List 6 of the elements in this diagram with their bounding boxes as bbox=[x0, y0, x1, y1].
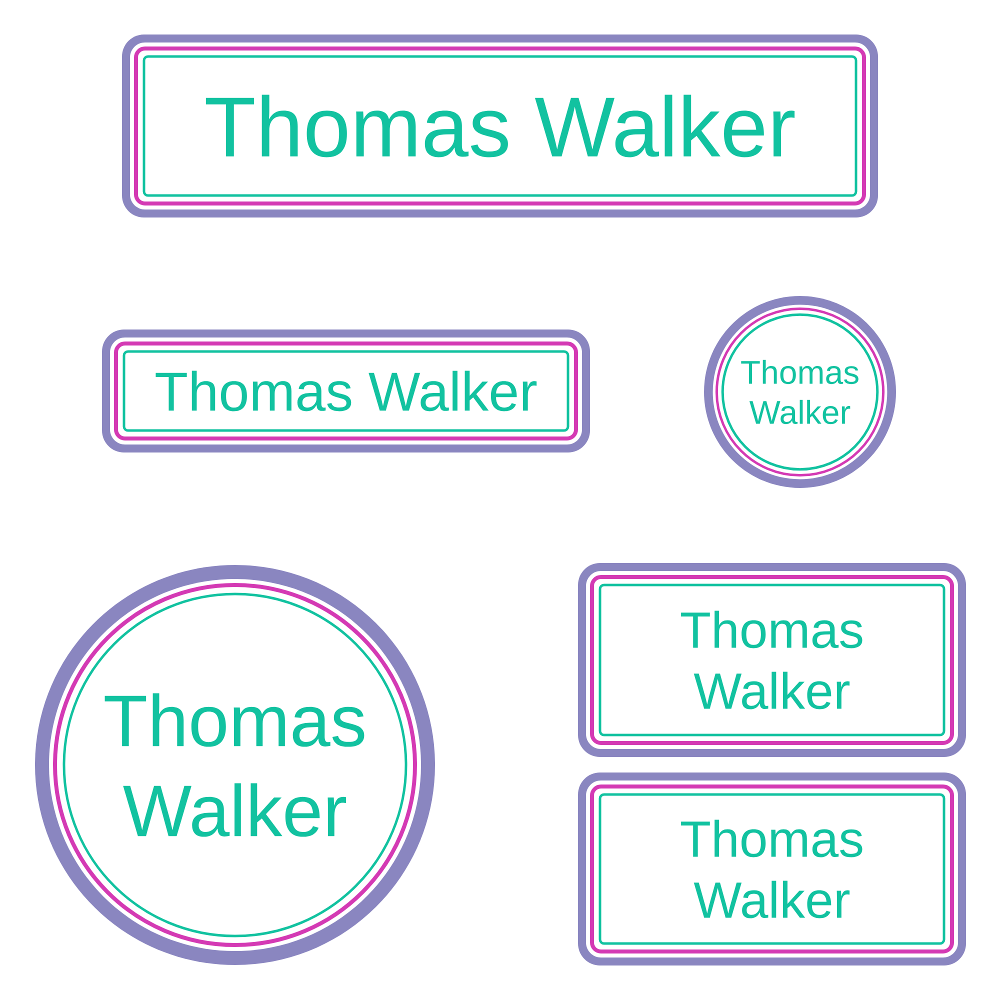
round-name-label: Thomas Walker bbox=[704, 296, 896, 488]
name-label: Thomas Walker bbox=[578, 563, 966, 757]
name-label: Thomas Walker bbox=[122, 34, 878, 218]
name-label: Thomas Walker bbox=[578, 772, 966, 966]
name-label: Thomas Walker bbox=[102, 330, 590, 452]
round-name-label: Thomas Walker bbox=[35, 565, 435, 965]
